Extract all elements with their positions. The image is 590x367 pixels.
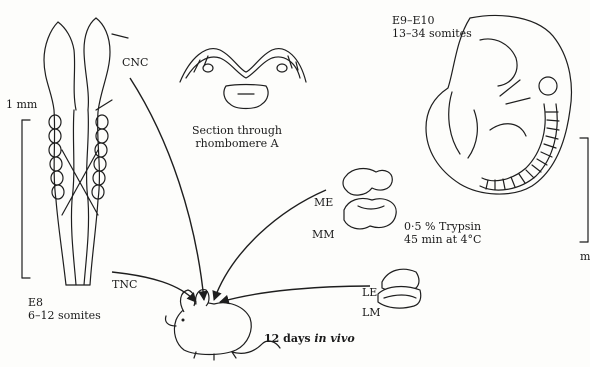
- le-lm-tissues: [378, 269, 421, 308]
- scale-left-label: 1 mm: [6, 98, 37, 111]
- stage-e8-label: E8: [28, 296, 101, 309]
- section-caption: Section through rhombomere A: [182, 124, 292, 150]
- mm-label: MM: [312, 228, 335, 241]
- e8-embryo: [44, 18, 128, 285]
- cnc-label: CNC: [122, 56, 148, 69]
- e9-embryo: [426, 16, 571, 195]
- scale-bar-left: [22, 120, 30, 278]
- stage-e9-block: E9–E10 13–34 somites: [392, 14, 472, 40]
- le-label: LE: [362, 286, 377, 299]
- scale-right-label: m: [580, 250, 590, 263]
- tnc-label: TNC: [112, 278, 137, 291]
- in-vivo-emphasis: in vivo: [314, 332, 354, 345]
- scale-bar-right: [580, 138, 588, 242]
- flow-arrows: [112, 78, 370, 302]
- lm-label: LM: [362, 306, 381, 319]
- section-caption-line2: rhombomere A: [182, 137, 292, 150]
- in-vivo-label: 12 days in vivo: [264, 332, 355, 345]
- trypsin-line1: 0·5 % Trypsin: [404, 220, 481, 233]
- in-vivo-prefix: 12 days: [264, 332, 314, 345]
- trypsin-line2: 45 min at 4°C: [404, 233, 481, 246]
- stage-e9-label: E9–E10: [392, 14, 472, 27]
- me-label: ME: [314, 196, 333, 209]
- mouse-illustration: [165, 290, 280, 360]
- somites-e8-label: 6–12 somites: [28, 309, 101, 322]
- rhombomere-section: [180, 49, 306, 109]
- section-caption-line1: Section through: [182, 124, 292, 137]
- stage-e8-block: E8 6–12 somites: [28, 296, 101, 322]
- trypsin-block: 0·5 % Trypsin 45 min at 4°C: [404, 220, 481, 246]
- me-mm-tissues: [343, 169, 396, 229]
- somites-e9-label: 13–34 somites: [392, 27, 472, 40]
